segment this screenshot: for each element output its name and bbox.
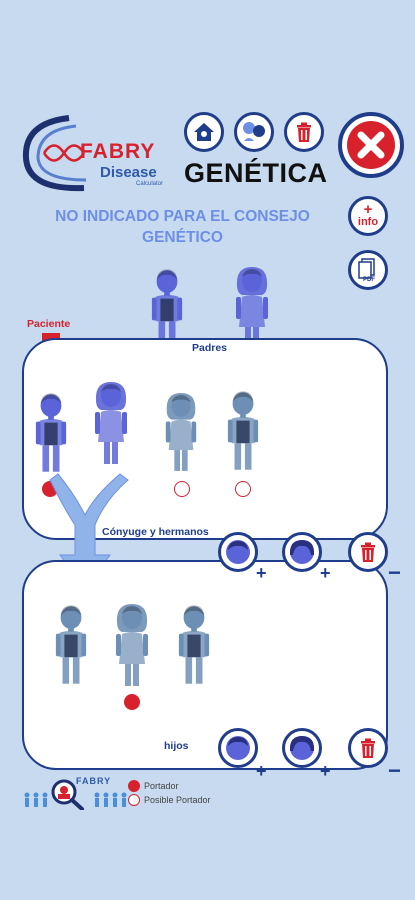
info-icon: + info	[357, 201, 379, 228]
add-daughter-plus: +	[320, 761, 331, 781]
legend-brand: FABRY	[76, 776, 112, 786]
pdf-label: PDF	[363, 277, 375, 283]
legend-carrier-dot	[128, 780, 140, 792]
male-face-icon	[226, 540, 250, 564]
logo-subtitle: Disease	[100, 164, 157, 181]
patient-label: Paciente	[27, 318, 71, 330]
legend-family-icon	[24, 779, 127, 810]
close-button[interactable]	[338, 112, 404, 178]
warning-text: NO INDICADO PARA EL CONSEJO GENÉTICO	[55, 208, 310, 246]
remove-child-minus: −	[388, 758, 401, 783]
pdf-button[interactable]: PDF	[348, 250, 388, 290]
child-daughter-figure[interactable]	[112, 600, 152, 690]
home-button[interactable]	[184, 112, 224, 152]
parents-label: Padres	[192, 342, 228, 354]
add-sister-plus: +	[320, 563, 331, 583]
sister-possible-carrier-dot	[174, 481, 190, 497]
children-label: hijos	[164, 740, 189, 752]
female-face-icon	[289, 736, 315, 760]
close-icon	[347, 121, 395, 169]
legend-carrier-label: Portador	[144, 781, 179, 791]
trash-icon	[361, 542, 375, 562]
info-button[interactable]: + info	[348, 196, 388, 236]
daughter-carrier-dot	[124, 694, 140, 710]
spouse-figure[interactable]	[91, 378, 131, 468]
page-title: GENÉTICA	[184, 158, 328, 188]
legend-possible-carrier-label: Posible Portador	[144, 795, 211, 805]
sibling-sister-figure[interactable]	[162, 388, 200, 476]
add-brother-button[interactable]	[218, 532, 258, 572]
male-face-icon	[226, 736, 250, 760]
add-son-plus: +	[256, 761, 267, 781]
female-face-icon	[289, 540, 315, 564]
trash-icon	[361, 738, 375, 758]
add-brother-plus: +	[256, 563, 267, 583]
pdf-icon	[358, 258, 375, 279]
logo-calculator: Calculator	[136, 181, 164, 187]
child-son-1-figure[interactable]	[54, 600, 88, 690]
family-icon	[243, 122, 265, 141]
add-sister-button[interactable]	[282, 532, 322, 572]
siblings-label: Cónyuge y hermanos	[102, 526, 209, 538]
remove-sibling-button[interactable]	[348, 532, 388, 572]
add-daughter-button[interactable]	[282, 728, 322, 768]
children-panel	[22, 560, 388, 770]
legend-possible-carrier-dot	[128, 794, 140, 806]
trash-icon	[297, 122, 311, 142]
parents-siblings-panel	[22, 338, 388, 540]
remove-child-button[interactable]	[348, 728, 388, 768]
logo-brand: FABRY	[80, 140, 156, 163]
sibling-brother-figure[interactable]	[226, 388, 260, 474]
add-son-button[interactable]	[218, 728, 258, 768]
family-button[interactable]	[234, 112, 274, 152]
remove-sibling-minus: −	[388, 560, 401, 585]
trash-button[interactable]	[284, 112, 324, 152]
brother-possible-carrier-dot	[235, 481, 251, 497]
child-son-2-figure[interactable]	[177, 600, 211, 690]
descendant-arrow-icon	[49, 473, 129, 589]
fabry-logo-swoosh	[22, 115, 87, 192]
home-icon	[194, 123, 214, 141]
